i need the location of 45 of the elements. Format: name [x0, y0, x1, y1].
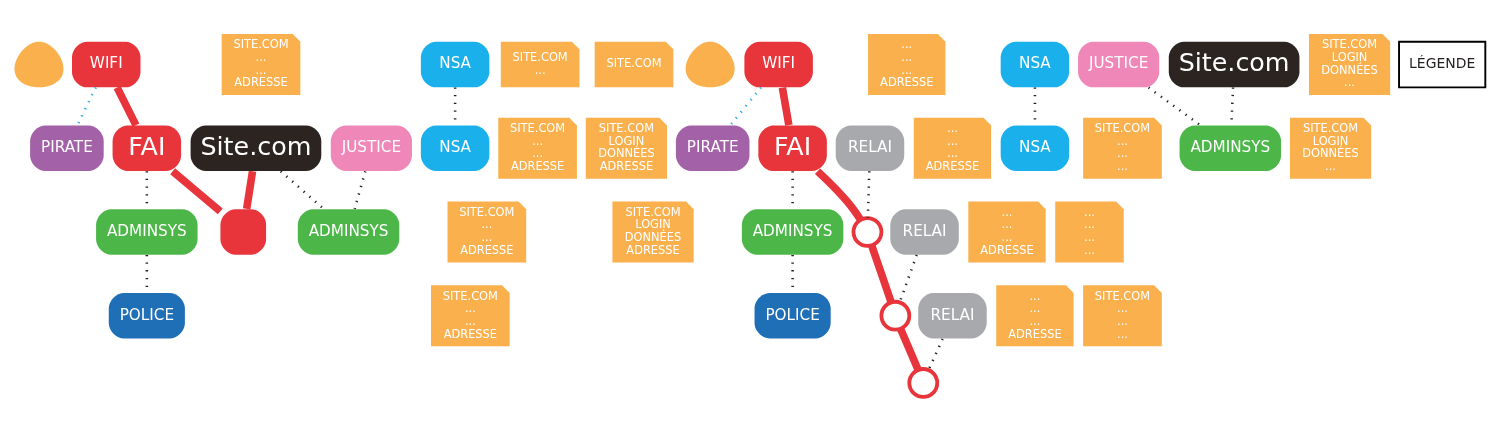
node-box: RELAI — [835, 124, 905, 171]
connector — [868, 243, 895, 303]
connector — [897, 326, 922, 371]
node-box: ADMINSYS — [297, 208, 400, 255]
node-person — [14, 41, 64, 87]
node-box: JUSTICE — [330, 124, 412, 171]
connector — [170, 167, 223, 214]
node-box: NSA — [420, 41, 490, 87]
connector — [898, 254, 918, 302]
node-circle — [851, 215, 884, 248]
node-box: ADMINSYS — [96, 208, 198, 255]
node-box: NSA — [1000, 124, 1070, 171]
node-box: FAI — [112, 124, 182, 171]
node-circle — [879, 299, 912, 332]
node-box: ADMINSYS — [741, 208, 844, 255]
node-box: WIFI — [72, 41, 141, 87]
node-box: RELAI — [918, 292, 987, 339]
node-box — [220, 208, 267, 255]
connector — [778, 86, 793, 126]
connector — [927, 337, 944, 370]
node-box: ADMINSYS — [1179, 124, 1282, 171]
node-box: FAI — [758, 124, 827, 171]
connector — [113, 85, 140, 127]
node-box: NSA — [1000, 41, 1070, 87]
node-box: PIRATE — [30, 124, 104, 171]
node-box: POLICE — [108, 292, 185, 339]
connector — [279, 169, 325, 210]
node-box: RELAI — [890, 208, 959, 255]
label: LÉGENDE — [1409, 54, 1476, 71]
node-box: NSA — [420, 124, 490, 171]
node-box: JUSTICE — [1078, 41, 1160, 87]
node-box: POLICE — [754, 292, 831, 339]
node-person — [685, 41, 735, 87]
connector — [353, 170, 367, 209]
node-circle — [907, 366, 940, 399]
connector — [814, 168, 864, 222]
connector — [866, 170, 871, 218]
node-box: WIFI — [744, 41, 813, 87]
connector — [76, 86, 97, 126]
connector — [1147, 86, 1202, 126]
node-box: Site.com — [190, 124, 322, 171]
node-box: Site.com — [1168, 41, 1300, 87]
connector — [729, 86, 762, 126]
node-box: PIRATE — [675, 124, 750, 171]
connector — [242, 170, 257, 209]
